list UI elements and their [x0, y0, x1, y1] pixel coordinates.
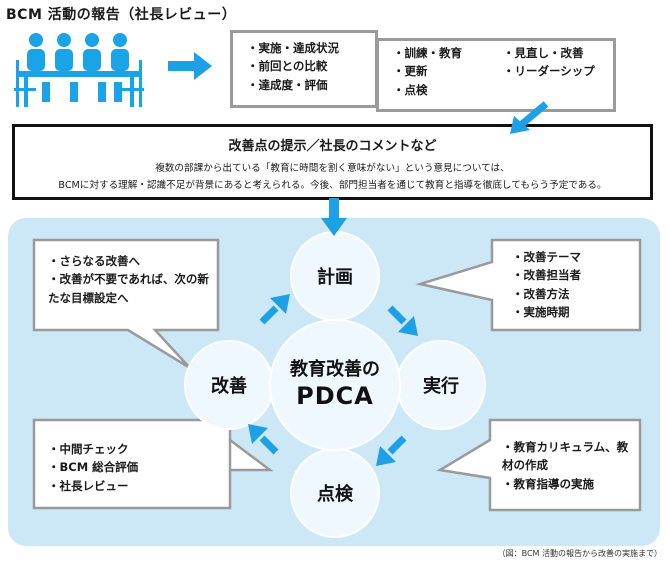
- list-item: 改善が不要であれば、次の新たな目標設定へ: [48, 270, 214, 307]
- list-item: 改善方法: [512, 285, 581, 303]
- plan-callout: 改善テーマ 改善担当者 改善方法 実施時期: [512, 248, 582, 322]
- center-label: 教育改善の: [290, 358, 380, 380]
- list-item: 前回との比較: [247, 57, 339, 75]
- arrow-check-act-icon: [248, 424, 268, 444]
- list-item: 実施時期: [512, 303, 581, 321]
- list-item: 社長レビュー: [48, 477, 138, 495]
- list-item: 改善担当者: [512, 266, 582, 284]
- arrow-down-icon: [321, 198, 347, 236]
- list-item: 見直し・改善: [503, 44, 595, 62]
- figure-caption: （図：BCM 活動の報告から改善の実施まで）: [497, 549, 662, 558]
- training-items-box: 訓練・教育 更新 点検 見直し・改善 リーダーシップ: [376, 38, 616, 112]
- list-item: 実施・達成状況: [247, 39, 340, 57]
- body-line: BCMに対する理解・認識不足が背景にあると考えられる。今後、部門担当者を通じて教…: [58, 180, 607, 192]
- list-item: 更新: [393, 62, 462, 80]
- list-item: 達成度・評価: [247, 76, 339, 94]
- list-item: さらなる改善へ: [48, 252, 214, 270]
- people-meeting-icon: [14, 33, 144, 107]
- pdca-center-circle: 教育改善の PDCA: [269, 319, 401, 451]
- page-title: BCM 活動の報告（社長レビュー）: [6, 7, 237, 23]
- report-items-box: 実施・達成状況 前回との比較 達成度・評価: [230, 30, 378, 108]
- do-circle: 実行: [396, 340, 486, 430]
- do-callout: 教育カリキュラム、教材の作成 教育指導の実施: [502, 438, 638, 493]
- act-callout: さらなる改善へ 改善が不要であれば、次の新たな目標設定へ: [48, 252, 214, 307]
- arrow-down-left-icon: [510, 101, 549, 134]
- arrow-right-icon: [168, 52, 212, 80]
- list-item: 教育カリキュラム、教材の作成: [502, 438, 638, 475]
- list-item: 点検: [393, 81, 462, 99]
- arrow-plan-do-icon: [398, 316, 418, 336]
- list-item: 改善テーマ: [512, 248, 582, 266]
- plan-circle: 計画: [290, 231, 380, 321]
- list-item: リーダーシップ: [503, 62, 595, 80]
- improvement-box-body: 複数の部課から出ている「教育に時間を割く意味がない」という意見については、 BC…: [27, 160, 638, 195]
- list-item: 教育指導の実施: [502, 475, 638, 493]
- body-line: 複数の部課から出ている「教育に時間を割く意味がない」という意見については、: [155, 163, 510, 174]
- center-pdca-label: PDCA: [296, 382, 374, 411]
- check-circle: 点検: [290, 448, 380, 538]
- list-item: BCM 総合評価: [48, 458, 139, 476]
- arrow-act-plan-icon: [270, 294, 290, 314]
- list-item: 中間チェック: [48, 440, 138, 458]
- arrow-do-check-icon: [376, 446, 396, 466]
- improvement-box-title: 改善点の提示／社長のコメントなど: [228, 139, 437, 154]
- list-item: 訓練・教育: [393, 44, 463, 62]
- improvement-comment-box: 改善点の提示／社長のコメントなど 複数の部課から出ている「教育に時間を割く意味が…: [12, 124, 653, 200]
- check-callout: 中間チェック BCM 総合評価 社長レビュー: [48, 440, 139, 495]
